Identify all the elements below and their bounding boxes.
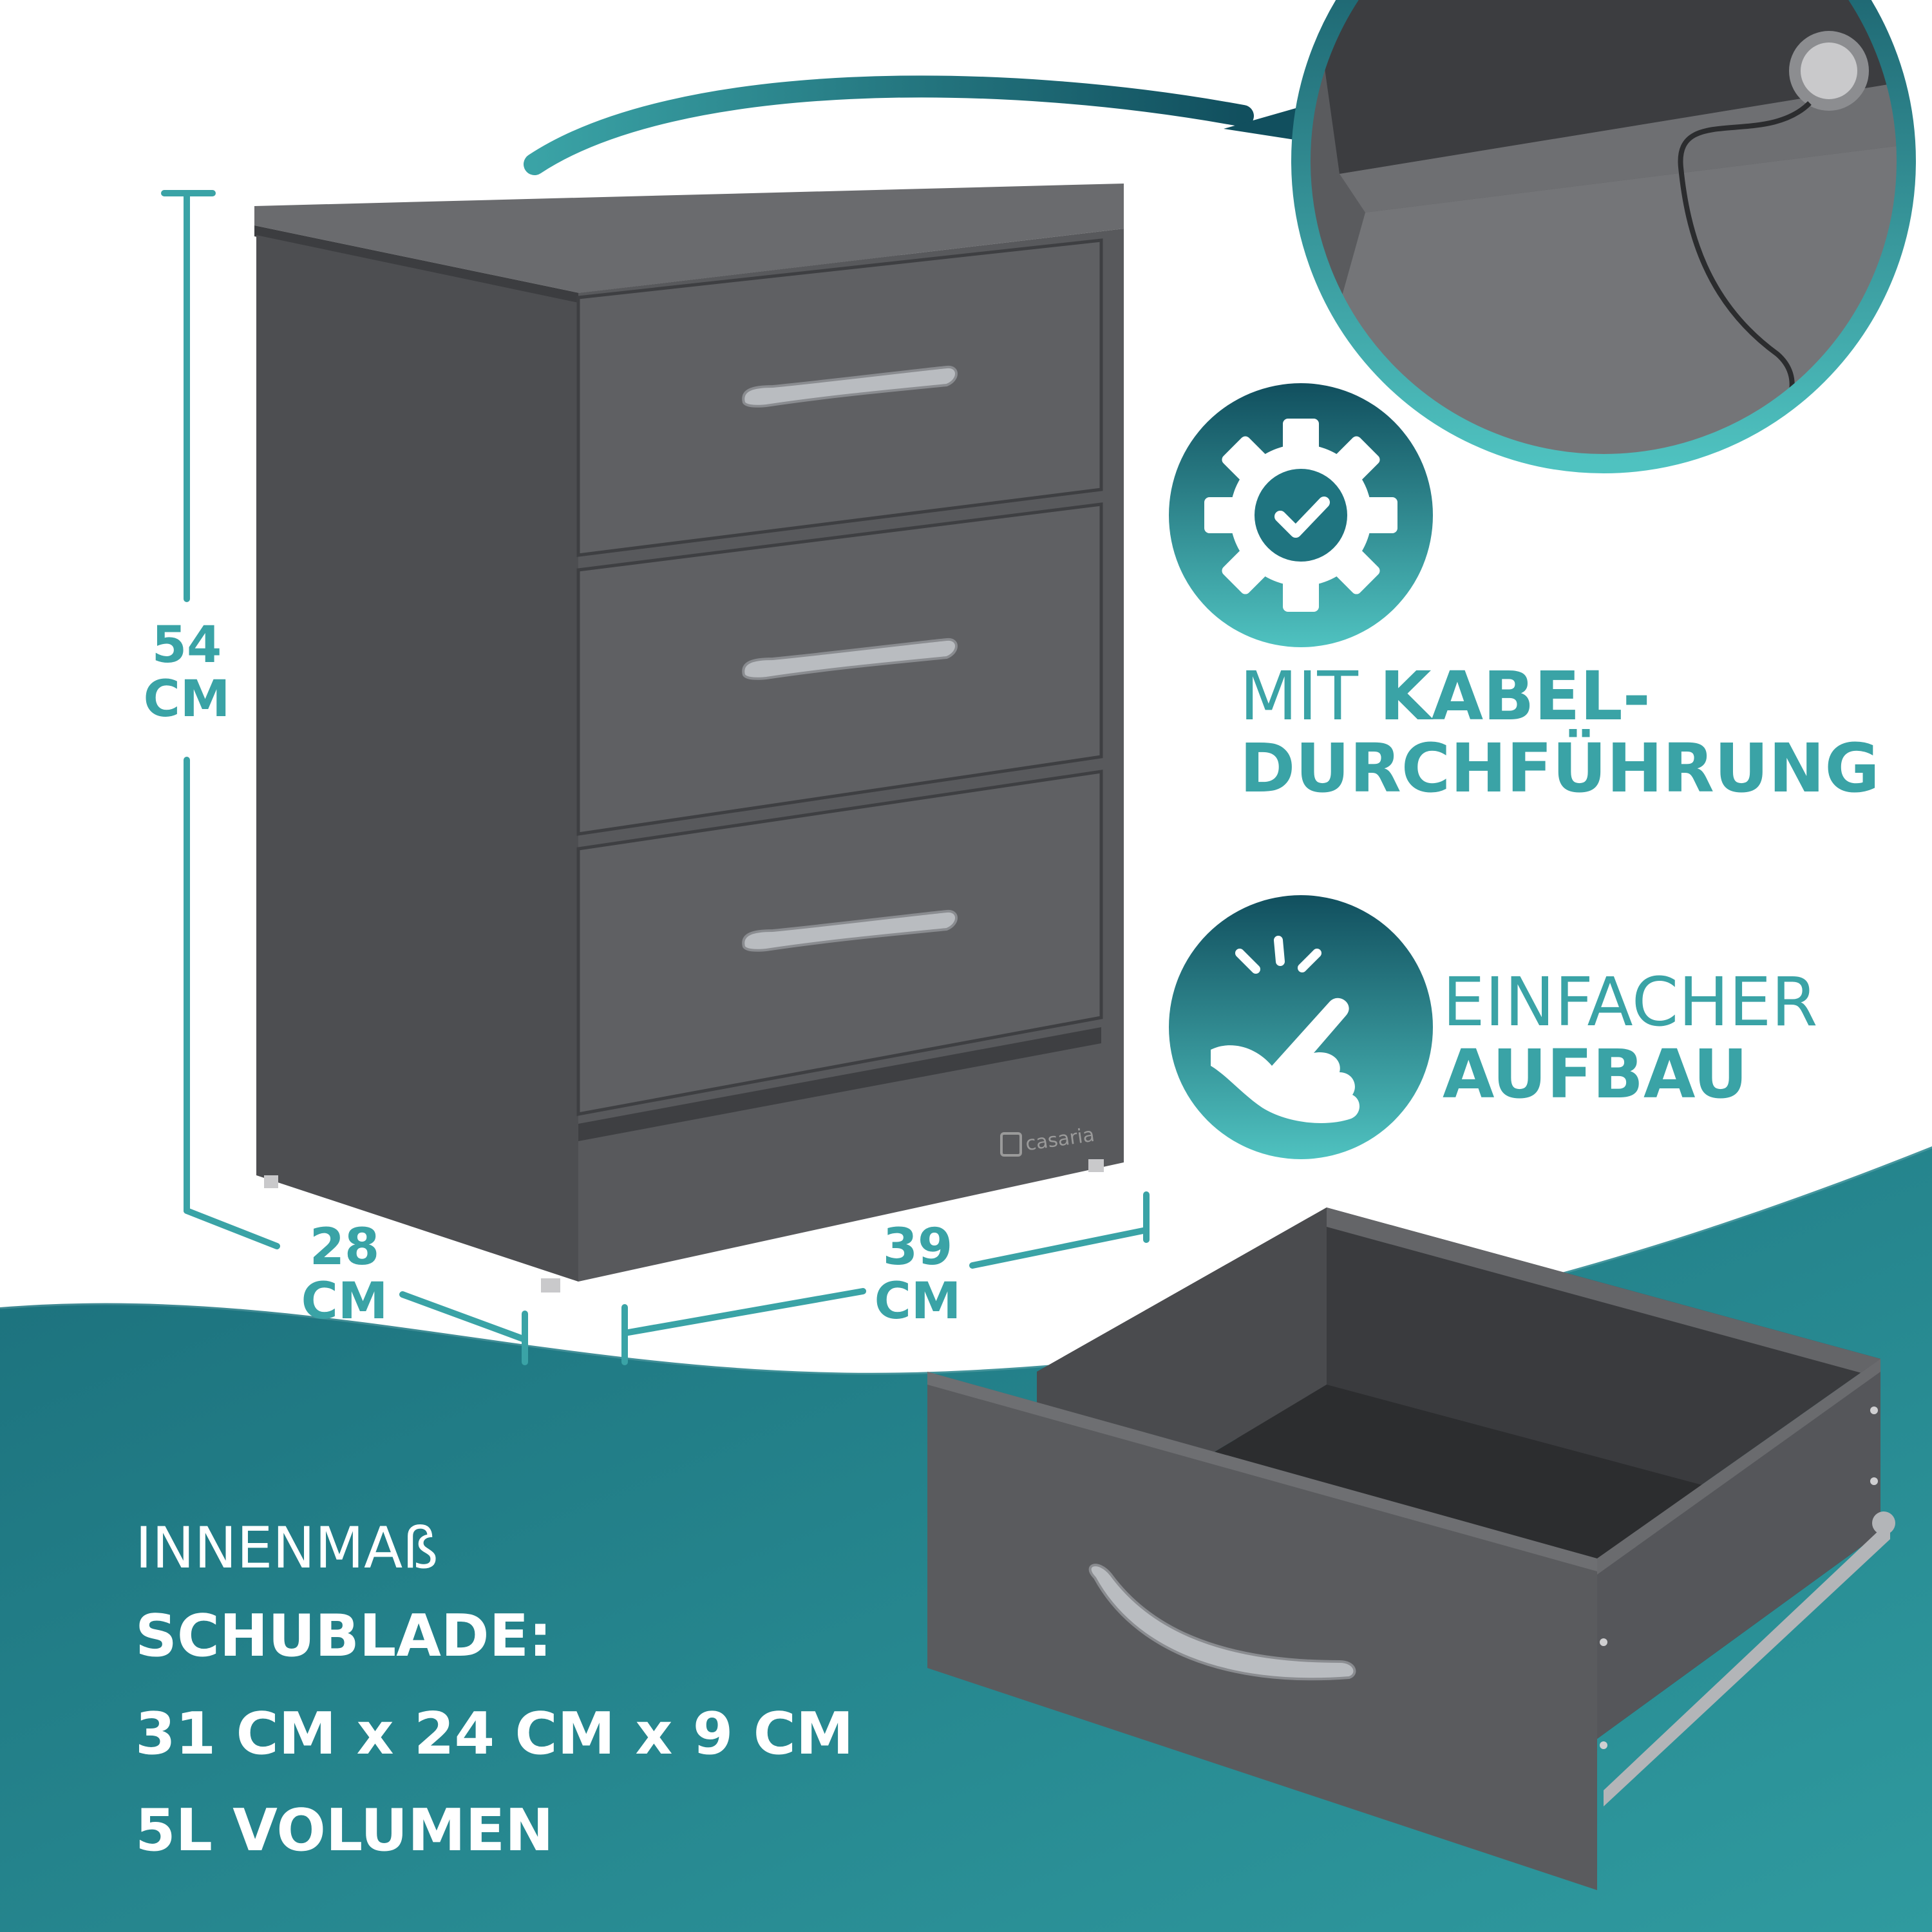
inner-dimensions-measures: 31 CM x 24 CM x 9 CM [135,1700,854,1768]
depth-value: 28 [309,1218,380,1276]
feature-assembly-light: EINFACHER [1443,963,1818,1041]
inner-dimensions-subtitle: SCHUBLADE: [135,1602,553,1670]
width-unit: CM [874,1273,961,1331]
feature-cable-light: MIT [1240,657,1379,735]
height-value: 54 [151,616,222,674]
thumbs-up-hand-icon [1169,895,1433,1159]
feature-assembly-text: EINFACHER AUFBAU [1443,966,1818,1110]
feature-cable-text: MIT KABEL- DURCHFÜHRUNG [1240,660,1880,804]
feature-cable-bold-2: DURCHFÜHRUNG [1240,729,1880,808]
depth-dimension-label: 28 CM [287,1220,402,1329]
feature-assembly-bold: AUFBAU [1443,1035,1748,1113]
height-unit: CM [143,670,231,728]
inner-dimensions-title: INNENMAß [135,1515,439,1581]
feature-cable-bold-1: KABEL- [1379,657,1651,735]
width-value: 39 [882,1218,953,1276]
inner-dimensions-volume: 5L VOLUMEN [135,1797,554,1864]
gear-check-icon [1169,383,1433,647]
width-dimension-label: 39 CM [857,1220,979,1329]
height-dimension-label: 54 CM [129,618,245,726]
depth-unit: CM [301,1273,388,1331]
